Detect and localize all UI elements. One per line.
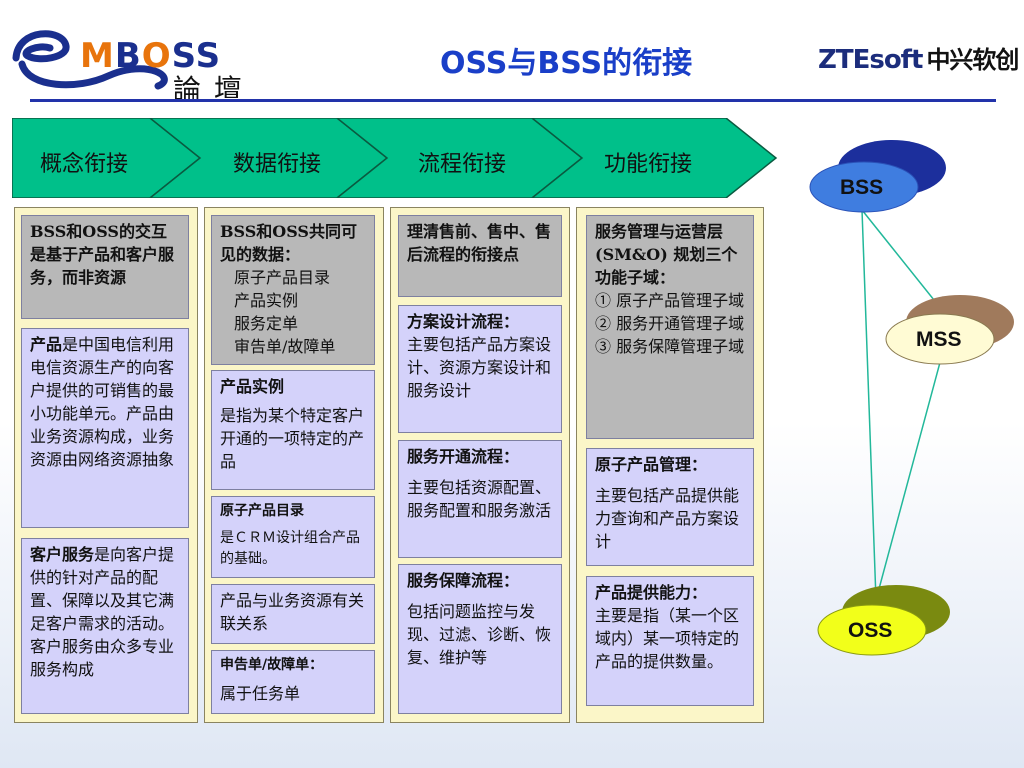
logo-wordmark: MBOSS [80,36,222,76]
resource-relation-block: 产品与业务资源有关联关系 [211,584,375,644]
mss-oss-connector [875,354,943,601]
product-block: 产品是中国电信利用电信资源生产的向客户提供的可销售的最小功能单元。产品由业务资源… [21,328,189,528]
e-swoosh-icon [12,30,168,90]
ticket-block: 申告单/故障单： 属于任务单 [211,650,375,714]
logo-forum-text: 論 壇 [173,73,244,106]
atomic-catalog-block: 原子产品目录 是ＣＲＭ设计组合产品的基础。 [211,496,375,578]
stage-function: 功能衔接 [604,152,693,177]
assurance-block: 服务保障流程： 包括问题监控与发现、过滤、诊断、恢复、维护等 [398,564,562,714]
page-title: OSS与BSS的衔接 [440,46,693,81]
supply-capability-block: 产品提供能力： 主要是指（某一个区域内）某一项特定的产品的提供数量。 [586,576,754,706]
bss-mss-connector [861,209,943,311]
provisioning-block: 服务开通流程： 主要包括资源配置、服务配置和服务激活 [398,440,562,558]
atomic-product-mgmt-block: 原子产品管理： 主要包括产品提供能力查询和产品方案设计 [586,448,754,566]
process-header: 理清售前、售中、售后流程的衔接点 [398,215,562,297]
concept-header: BSS和OSS的交互是基于产品和客户服务，而非资源 [21,215,189,319]
stage-data: 数据衔接 [233,152,322,177]
stage-concept: 概念衔接 [40,152,129,177]
smo-header: 服务管理与运营层(SM&O) 规划三个功能子域： ① 原子产品管理子域 ② 服务… [586,215,754,439]
product-instance-block: 产品实例 是指为某个特定客户开通的一项特定的产品 [211,370,375,490]
mboss-logo: MBOSS 論 壇 [8,18,258,106]
oss-label: OSS [848,619,893,642]
customer-service-block: 客户服务是向客户提供的针对产品的配置、保障以及其它满足客户需求的活动。客户服务由… [21,538,189,714]
oss-disc [817,585,950,656]
bss-label: BSS [840,176,884,199]
solution-design-block: 方案设计流程： 主要包括产品方案设计、资源方案设计和服务设计 [398,305,562,433]
mss-label: MSS [916,328,962,351]
mss-disc [885,295,1014,365]
shared-data-header: BSS和OSS共同可见的数据： 原子产品目录 产品实例 服务定单 审告单/故障单 [211,215,375,365]
stage-arrow-bar [12,118,778,198]
system-diagram [809,140,1014,656]
header-divider [30,99,996,102]
stage-process: 流程衔接 [418,152,507,177]
bss-oss-connector [861,209,877,601]
bss-disc [809,140,946,213]
